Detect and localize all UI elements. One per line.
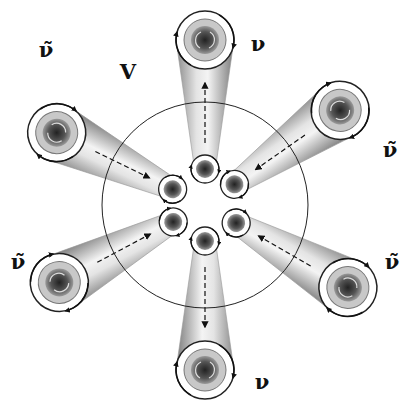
particle-label: ν [255,369,270,394]
particle-label: ν [251,31,266,56]
particle-label: ν̃ [383,137,398,162]
particle-label: ν̃ [39,37,54,62]
particle-label: ν̃ [11,249,26,274]
particle-label: V [120,59,136,84]
particle-label: ν̃ [385,249,400,274]
